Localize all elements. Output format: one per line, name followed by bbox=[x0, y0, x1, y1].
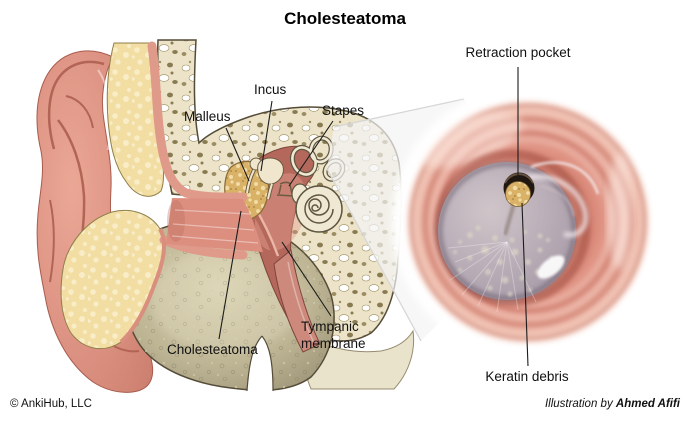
label-incus: Incus bbox=[254, 82, 287, 97]
illustration-credit: Illustration by Ahmed Afifi bbox=[545, 398, 680, 410]
ear-cartilage bbox=[60, 42, 165, 350]
ear-canal bbox=[119, 41, 263, 344]
label-stapes: Stapes bbox=[322, 103, 365, 118]
label-keratin-debris: Keratin debris bbox=[485, 369, 569, 384]
eustachian-tube bbox=[273, 249, 321, 353]
credit-name: Ahmed Afifi bbox=[615, 398, 680, 410]
label-cholesteatoma: Cholesteatoma bbox=[167, 342, 258, 357]
eardrum bbox=[437, 161, 577, 313]
ossicles bbox=[245, 157, 295, 200]
keratin-leader bbox=[521, 202, 529, 367]
cochlea bbox=[291, 183, 343, 233]
label-retraction-pocket: Retraction pocket bbox=[465, 45, 571, 60]
leader-lines bbox=[218, 67, 529, 367]
light-reflex bbox=[537, 255, 565, 279]
malleus-leader bbox=[225, 127, 250, 182]
label-malleus: Malleus bbox=[184, 109, 231, 124]
stapes-leader bbox=[288, 120, 334, 187]
ear-cross-section bbox=[36, 39, 415, 393]
tympanic-leader bbox=[281, 241, 332, 317]
label-tympanic-membrane: Tympanic membrane bbox=[301, 319, 366, 351]
copyright-notice: © AnkiHub, LLC bbox=[10, 398, 92, 410]
credit-prefix: Illustration by bbox=[544, 398, 616, 410]
cholesteatoma-leader bbox=[218, 210, 242, 340]
otoscopic-view bbox=[392, 86, 664, 358]
page-title: Cholesteatoma bbox=[284, 9, 406, 28]
incus-leader bbox=[260, 100, 273, 172]
keratin-debris-mass bbox=[505, 181, 531, 207]
